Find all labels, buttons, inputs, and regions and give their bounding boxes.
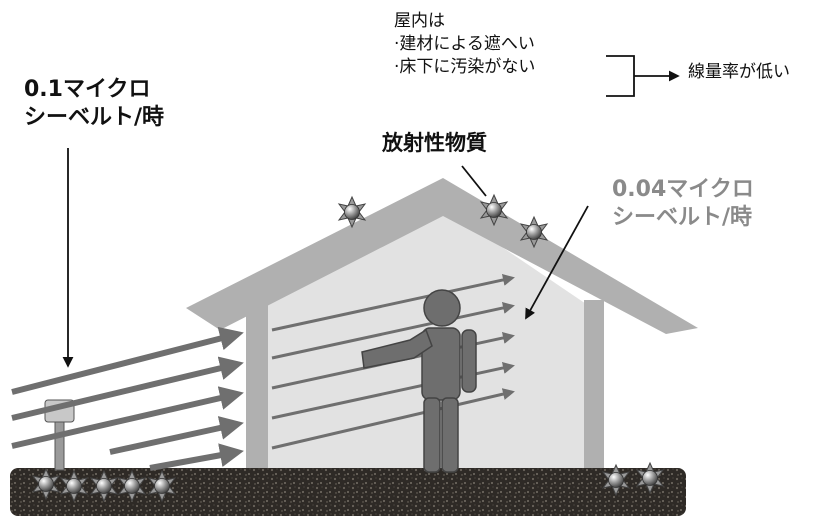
outdoor-radiation-arrows [11,326,244,471]
ground [10,468,686,516]
indoor-reason-no-contamination: ·床下に汚染がない [394,56,536,77]
outdoor-dose-line1: 0.1マイクロ [24,77,151,102]
outdoor-dose-label: 0.1マイクロ シーベルト/時 [24,76,164,131]
person-figure [361,289,477,473]
indoor-dose-line1: 0.04マイクロ [612,177,754,202]
indoor-reasons: 屋内は ·建材による遮へい ·床下に汚染がない [394,10,535,79]
low-dose-rate-conclusion: 線量率が低い [688,62,790,82]
house-roof [186,178,698,334]
indoor-dose-line2: シーベルト/時 [612,204,753,230]
house-wall-left [246,300,268,470]
radioactive-material-label: 放射性物質 [382,131,487,155]
pointers [62,55,680,368]
indoor-dose-label: 0.04マイクロ シーベルト/時 [612,176,754,231]
outdoor-dose-line2: シーベルト/時 [24,104,165,130]
indoor-reasons-heading: 屋内は [394,11,445,31]
indoor-reason-shielding: ·建材による遮へい [394,33,535,54]
house-wall-right [584,300,604,470]
